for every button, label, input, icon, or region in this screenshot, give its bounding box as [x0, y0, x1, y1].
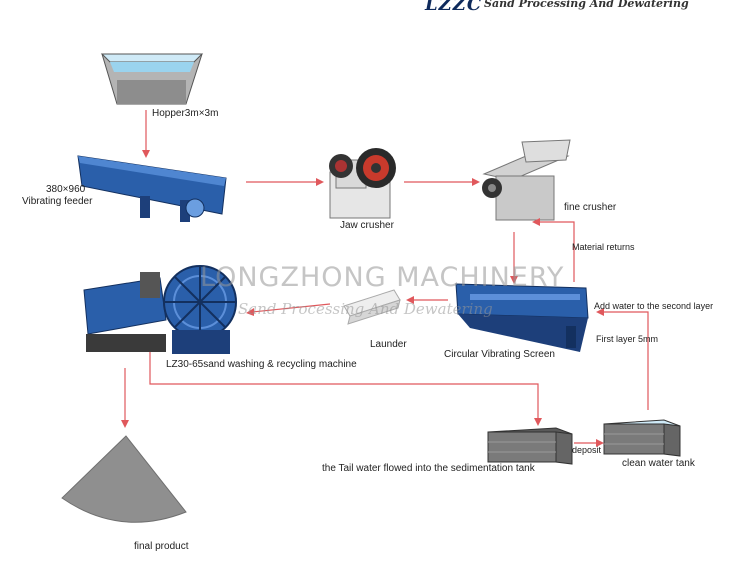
hopper-label: Hopper3m×3m: [152, 108, 219, 119]
launder-illustration: [343, 289, 401, 325]
watermark-subtext: Sand Processing And Dewatering: [238, 300, 493, 318]
final-product-label: final product: [134, 541, 189, 552]
fine-crusher-label: fine crusher: [564, 202, 617, 213]
tail-water-label: the Tail water flowed into the sedimenta…: [322, 463, 535, 474]
company-logo: LZZC: [425, 0, 483, 15]
clean-water-tank-illustration: [603, 419, 681, 457]
clean-water-tank-label: clean water tank: [622, 458, 695, 469]
fine-crusher-illustration: [482, 139, 571, 221]
arrow-clean-water-to-screen: [602, 311, 649, 410]
launder-label: Launder: [370, 339, 407, 350]
jaw-crusher-label: Jaw crusher: [340, 220, 394, 231]
company-tagline: Sand Processing And Dewatering: [484, 0, 689, 10]
watermark-text: LONGZHONG MACHINERY: [200, 262, 565, 293]
deposit-label: deposit: [572, 445, 602, 455]
first-layer-label: First layer 5mm: [596, 334, 659, 344]
vibrating-screen-illustration: [455, 283, 589, 352]
final-product-pile: [61, 435, 187, 523]
sand-washer-label: LZ30-65sand washing & recycling machine: [166, 359, 357, 370]
jaw-crusher-illustration: [329, 148, 396, 219]
vibrating-feeder-illustration: [77, 155, 227, 222]
arrow-launder-to-washer: [251, 303, 331, 313]
hopper-illustration: [100, 53, 204, 105]
add-water-label: Add water to the second layer: [594, 301, 714, 311]
arrow-heads: [121, 150, 604, 447]
material-returns-label: Material returns: [572, 242, 635, 252]
feeder-spec-label: 380×960: [46, 184, 86, 195]
arrow-washer-to-tank: [149, 352, 539, 420]
feeder-label: Vibrating feeder: [22, 196, 93, 207]
vibrating-screen-label: Circular Vibrating Screen: [444, 349, 555, 360]
sand-washer-illustration: [83, 265, 237, 354]
flow-arrows: [124, 110, 649, 444]
arrow-material-returns: [538, 221, 575, 282]
sedimentation-tank-illustration: [487, 427, 573, 465]
